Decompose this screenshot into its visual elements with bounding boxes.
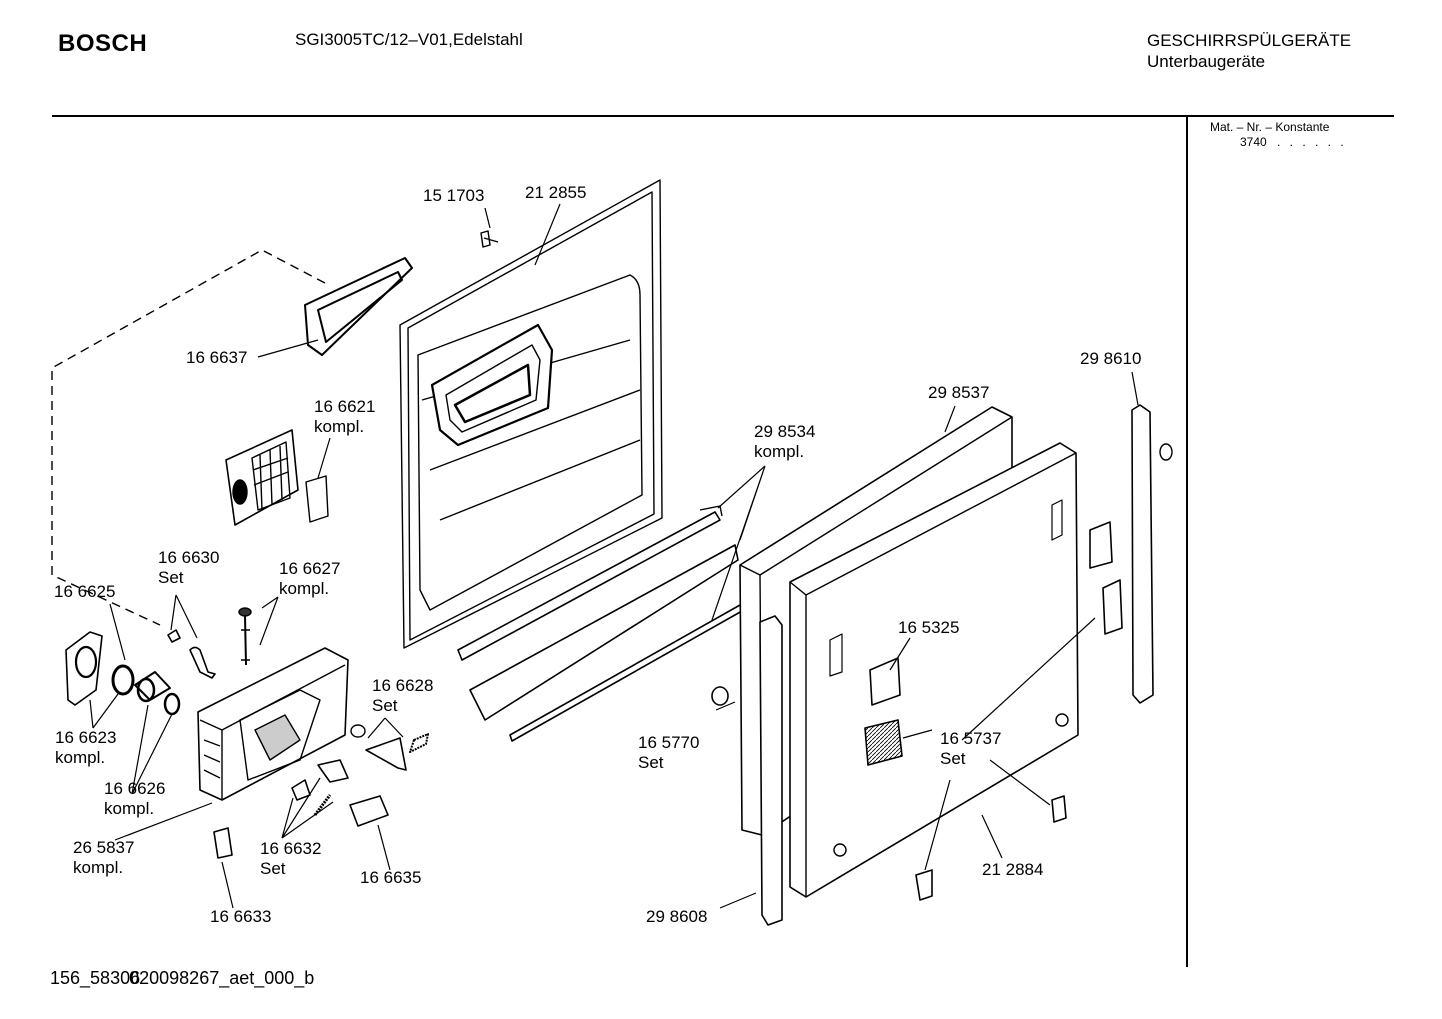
brand-logo: BOSCH [58,30,148,57]
hinge-rail-298534 [457,505,743,742]
mat-number-value: 3740 [1240,135,1267,149]
side-strip-298608 [759,615,783,926]
part-label-298537: 29 8537 [928,383,990,402]
mat-number-dots: . . . . . . [1277,135,1347,149]
model-number: SGI3005TC/12–V01,Edelstahl [295,30,523,49]
drawing-code-part-b: 02 [129,968,150,988]
spring-lever-parts [167,607,252,679]
part-label-212855: 21 2855 [525,183,587,202]
screw-151703 [480,230,499,248]
part-label-166625: 16 6625 [54,582,116,601]
category-subtitle: Unterbaugeräte [1147,52,1266,71]
part-label-298608: 29 8608 [646,907,708,926]
latch-parts-166628 [213,733,429,859]
part-label-166635: 16 6635 [360,868,422,887]
leader-lines [89,203,1139,909]
category-title: GESCHIRRSPÜLGERÄTE [1147,31,1352,50]
door-frame-212884 [789,442,1079,898]
mat-number-label: Mat. – Nr. – Konstante [1210,120,1330,134]
part-label-166637: 16 6637 [186,348,248,367]
small-hardware [711,443,1173,901]
side-strip-298610 [1131,404,1154,704]
frame-166637 [304,257,413,356]
part-label-298610: 29 8610 [1080,349,1142,368]
part-label-151703: 15 1703 [423,186,485,205]
inner-door-panel [399,179,663,649]
drawing-code-part-c: 0098267_aet_000_b [149,968,315,988]
drawing-reference-code: 156_58306020098267_aet_000_b [50,968,314,989]
control-module-265837 [197,647,366,801]
sidebar-divider [1186,117,1188,967]
part-label-165325: 16 5325 [898,618,960,637]
handle-parts-group [65,631,181,716]
part-label-212884: 21 2884 [982,860,1044,879]
dispenser-166621 [225,429,329,526]
header-divider [52,115,1394,117]
drawing-code-part-a: 156_58306 [50,968,141,988]
assembly-dashed-line [51,249,326,626]
part-label-166633: 16 6633 [210,907,272,926]
